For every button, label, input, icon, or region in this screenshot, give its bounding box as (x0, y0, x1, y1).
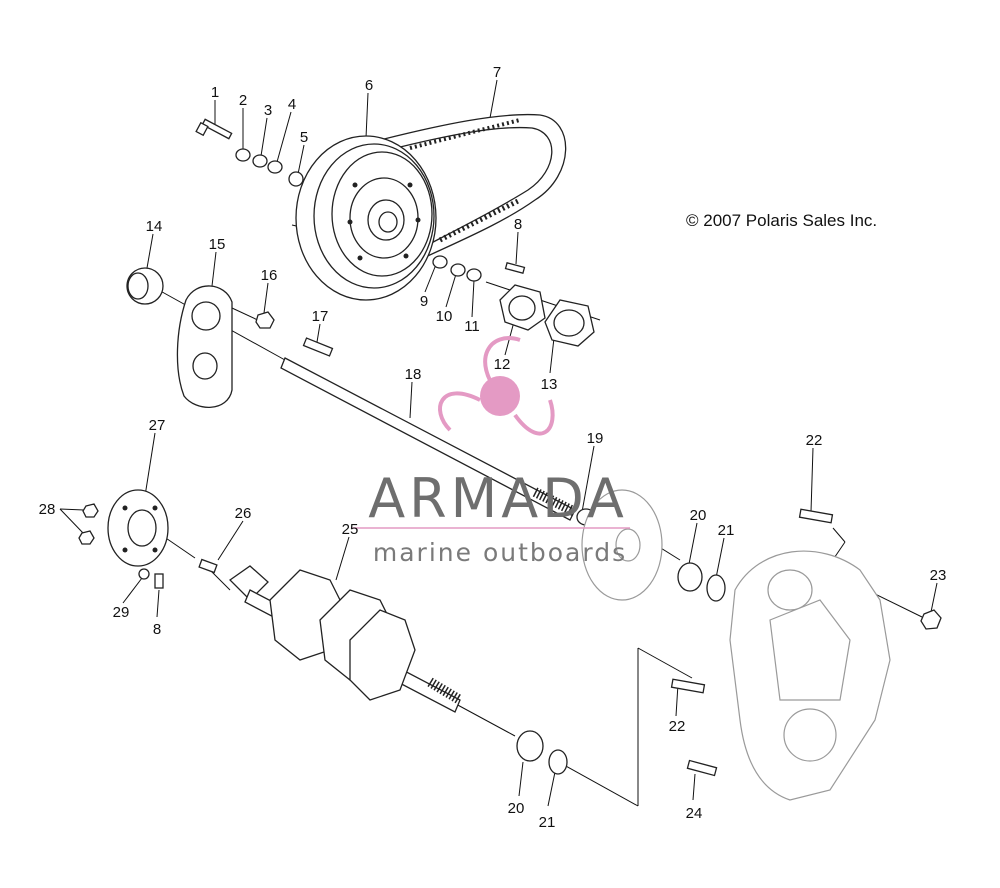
nut-23 (920, 609, 942, 630)
callout-26: 26 (235, 505, 252, 522)
callout-4: 4 (288, 96, 296, 113)
flange-27 (107, 489, 169, 567)
callout-12: 12 (494, 356, 511, 373)
callout-21: 21 (718, 522, 735, 539)
nut-16 (255, 311, 275, 329)
callout-3: 3 (264, 102, 272, 119)
sprocket-gear (581, 489, 663, 601)
seal-20-upper (677, 562, 703, 592)
callout-8-lower: 8 (153, 621, 161, 638)
washer-10 (450, 263, 466, 277)
washer-4 (267, 160, 283, 174)
callout-20-lower: 20 (508, 800, 525, 817)
bearing-plate-15 (176, 285, 233, 408)
callout-16: 16 (261, 267, 278, 284)
shaft-18 (280, 357, 578, 521)
driveshaft-25 (228, 565, 463, 713)
oring-21-lower (548, 749, 568, 775)
callout-13: 13 (541, 376, 558, 393)
propeller-logo (438, 336, 555, 436)
callout-24: 24 (686, 805, 703, 822)
callout-11: 11 (464, 318, 480, 335)
callout-8: 8 (514, 216, 522, 233)
callout-21-lower: 21 (539, 814, 556, 831)
callout-22-lower: 22 (669, 718, 686, 735)
bolt-22-lower (670, 678, 706, 694)
bolt-22-upper (798, 508, 834, 524)
bolt-26 (198, 558, 218, 574)
chaincase-housing (729, 550, 891, 801)
bolt-8-top (504, 261, 526, 275)
bolt-24 (686, 759, 718, 777)
nut-28b (78, 530, 95, 545)
bolt-1 (195, 118, 233, 140)
callout-2: 2 (239, 92, 247, 109)
callout-19: 19 (587, 430, 604, 447)
callout-15: 15 (209, 236, 226, 253)
callout-18: 18 (405, 366, 422, 383)
callout-14: 14 (146, 218, 163, 235)
callout-27: 27 (149, 417, 166, 434)
callout-5: 5 (300, 129, 308, 146)
spacer-5 (288, 171, 304, 187)
nut-28a (82, 503, 99, 518)
bolt-8-lower (154, 573, 164, 589)
callout-7: 7 (493, 64, 501, 81)
callout-28: 28 (39, 501, 56, 518)
washer-3 (252, 154, 268, 168)
armada-watermark: ARMADA marine outboards (352, 336, 630, 567)
washer-11 (466, 268, 482, 282)
watermark-tagline: marine outboards (373, 538, 627, 567)
key-17 (302, 337, 334, 357)
callout-20: 20 (690, 507, 707, 524)
callout-labels: 1 2 3 4 5 6 7 8 9 10 11 12 13 14 15 16 1… (39, 64, 947, 831)
callout-25: 25 (342, 521, 359, 538)
seal-20-lower (516, 730, 544, 762)
callout-29: 29 (113, 604, 130, 621)
washer-2 (235, 148, 251, 162)
clutch-pulley (295, 135, 437, 301)
oring-21-upper (706, 574, 726, 602)
washer-29 (138, 568, 150, 580)
callout-23: 23 (930, 567, 947, 584)
callout-1: 1 (211, 84, 219, 101)
callout-22: 22 (806, 432, 823, 449)
callout-17: 17 (312, 308, 329, 325)
callout-9: 9 (420, 293, 428, 310)
watermark-brand: ARMADA (368, 467, 628, 530)
copyright-text: © 2007 Polaris Sales Inc. (686, 211, 877, 230)
callout-6: 6 (365, 77, 373, 94)
washer-9 (432, 255, 448, 269)
bearing-14 (126, 267, 164, 305)
callout-10: 10 (436, 308, 453, 325)
